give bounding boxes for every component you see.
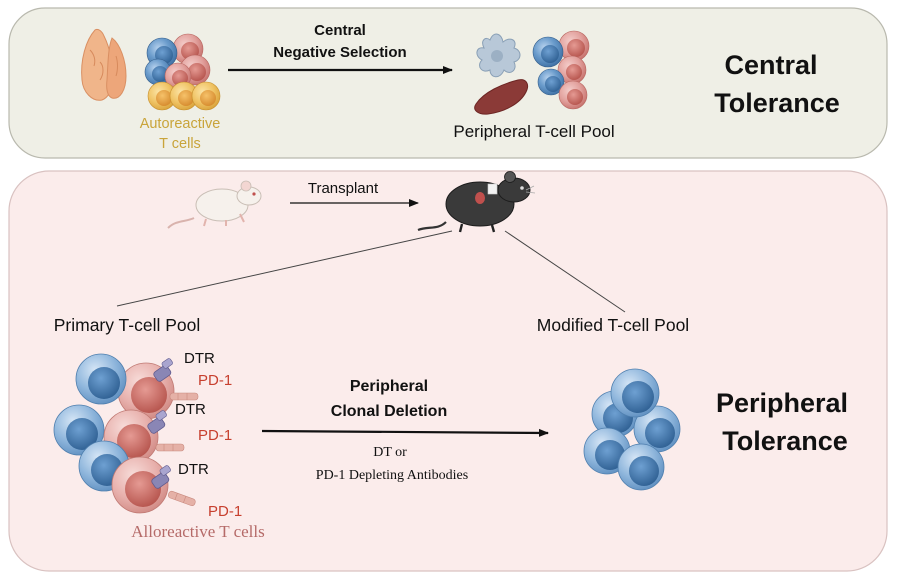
spleen-icon <box>474 79 529 115</box>
modified-pool-cell-cluster <box>583 368 681 491</box>
dtr-label: DTR <box>175 401 206 418</box>
graft-heart-icon <box>475 192 485 204</box>
thymus-icon <box>81 28 127 101</box>
blue-t-cell <box>633 405 681 453</box>
branch-line-primary <box>116 230 453 307</box>
pd1-label: PD-1 <box>198 427 232 444</box>
black-mouse-icon <box>417 171 536 233</box>
dtr-receptor-icon <box>151 465 171 489</box>
blue-t-cell <box>75 353 127 405</box>
autoreactive-label-line2: T cells <box>159 136 201 152</box>
modified-pool-label: Modified T-cell Pool <box>537 315 689 335</box>
peripheral-pool-label: Peripheral T-cell Pool <box>453 122 614 141</box>
red-t-cell <box>558 80 588 110</box>
yellow-t-cell <box>191 81 221 111</box>
pd1-receptor-icon <box>155 443 185 452</box>
yellow-t-cell <box>169 81 199 111</box>
blue-t-cell <box>144 58 172 86</box>
blue-t-cell <box>617 443 665 491</box>
skin-graft-icon <box>487 183 498 195</box>
peripheral-clonal-deletion-arrow <box>261 428 549 437</box>
red-t-cell <box>111 456 169 514</box>
white-mouse-icon <box>167 180 262 229</box>
autoreactive-cell-cluster <box>144 33 221 111</box>
dtr-label: DTR <box>184 350 215 367</box>
blue-t-cell <box>53 404 105 456</box>
pd1-label: PD-1 <box>198 372 232 389</box>
central-tolerance-title-line1: Central <box>724 50 817 80</box>
branch-line-modified <box>504 230 626 313</box>
central-arrow-label-line2: Negative Selection <box>273 44 406 61</box>
dtr-receptor-icon <box>153 358 173 382</box>
central-arrow-label-line1: Central <box>314 22 366 39</box>
transplant-label: Transplant <box>308 180 379 197</box>
alloreactive-label: Alloreactive T cells <box>131 522 264 541</box>
pd1-receptor-icon <box>168 490 196 507</box>
primary-pool-label: Primary T-cell Pool <box>54 315 201 335</box>
alloreactive-cell-cluster <box>53 353 175 514</box>
dtr-receptor-icon <box>147 410 167 434</box>
peripheral-arrow-label-line1: Peripheral <box>350 378 428 395</box>
central-tolerance-panel <box>8 7 888 159</box>
red-t-cell <box>558 30 590 62</box>
central-tolerance-title-line2: Tolerance <box>714 88 840 118</box>
dtr-label: DTR <box>178 461 209 478</box>
deletion-method-line1: DT or <box>373 445 407 460</box>
peripheral-tolerance-title-line1: Peripheral <box>716 388 848 418</box>
yellow-t-cell <box>147 81 177 111</box>
peripheral-pool-cell-cluster <box>532 30 590 110</box>
peripheral-tolerance-panel <box>8 170 888 572</box>
pd1-label: PD-1 <box>208 503 242 520</box>
peripheral-arrow-label-line2: Clonal Deletion <box>331 403 447 420</box>
red-t-cell <box>557 55 587 85</box>
pd1-receptor-icon <box>169 392 199 401</box>
blue-t-cell <box>610 368 660 418</box>
deletion-method-line2: PD-1 Depleting Antibodies <box>316 468 468 483</box>
blue-t-cell <box>532 36 564 68</box>
autoreactive-label-line1: Autoreactive <box>140 116 221 132</box>
peripheral-tolerance-title-line2: Tolerance <box>722 426 848 456</box>
blue-t-cell <box>537 68 565 96</box>
dendritic-cell-icon <box>476 33 521 78</box>
